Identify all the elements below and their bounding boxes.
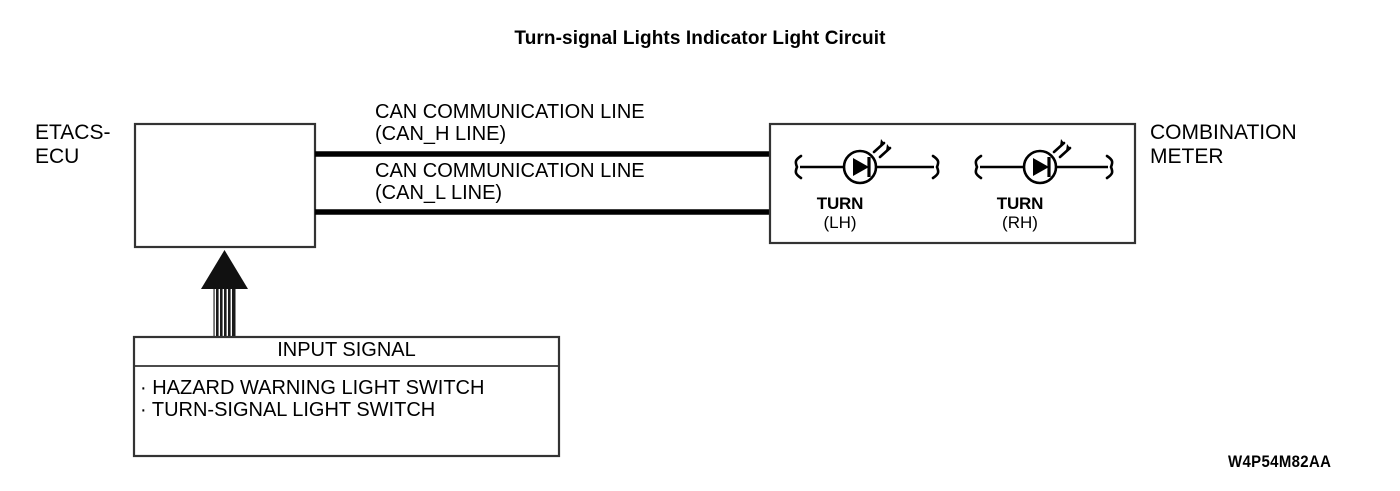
input-signal-items: · HAZARD WARNING LIGHT SWITCH · TURN-SIG… (140, 377, 485, 422)
page-title: Turn-signal Lights Indicator Light Circu… (514, 28, 886, 49)
input-signal-arrow-icon (201, 250, 248, 338)
combination-meter-box (768, 122, 1137, 245)
turn-lh-label: TURN (816, 194, 864, 213)
part-code: W4P54M82AA (1228, 452, 1332, 471)
can-l-label: CAN COMMUNICATION LINE (CAN_L LINE) (375, 160, 645, 205)
etacs-ecu-label: ETACS- ECU (35, 121, 111, 168)
can-h-label: CAN COMMUNICATION LINE (CAN_H LINE) (375, 101, 645, 146)
turn-rh-side-label: (RH) (1002, 213, 1038, 232)
turn-rh-label: TURN (996, 194, 1044, 213)
combination-meter-label: COMBINATION METER (1150, 121, 1297, 168)
etacs-ecu-box (133, 122, 317, 249)
input-signal-box (132, 335, 561, 458)
turn-lh-indicator (794, 139, 940, 185)
turn-lh-side-label: (LH) (823, 213, 857, 232)
turn-rh-indicator (974, 139, 1114, 185)
input-signal-header: INPUT SIGNAL (277, 339, 416, 361)
